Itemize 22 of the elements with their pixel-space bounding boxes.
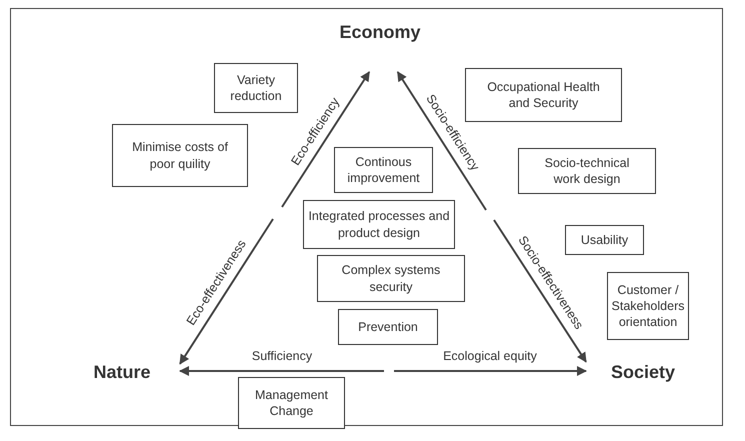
arrow bbox=[179, 366, 384, 376]
concept-box: Minimise costs of poor quility bbox=[112, 124, 248, 187]
edge-label: Ecological equity bbox=[442, 350, 538, 364]
concept-box: Variety reduction bbox=[214, 63, 298, 113]
arrow bbox=[179, 218, 274, 365]
concept-box: Usability bbox=[565, 225, 644, 255]
edge-label: Sufficiency bbox=[250, 350, 314, 364]
arrow bbox=[493, 219, 587, 363]
concept-box: Complex systems security bbox=[317, 255, 465, 302]
concept-box: Management Change bbox=[238, 377, 345, 429]
arrow bbox=[281, 71, 370, 208]
pillar-label: Society bbox=[586, 357, 700, 387]
concept-box: Integrated processes and product design bbox=[303, 200, 455, 249]
concept-box: Continous improvement bbox=[334, 147, 433, 193]
concept-box: Prevention bbox=[338, 309, 438, 345]
concept-box: Occupational Health and Security bbox=[465, 68, 622, 122]
concept-box: Customer / Stakeholders orientation bbox=[607, 272, 689, 340]
concept-box: Socio-technical work design bbox=[518, 148, 656, 194]
pillar-label: Economy bbox=[330, 22, 430, 72]
pillar-label: Nature bbox=[64, 357, 180, 387]
arrow bbox=[394, 366, 587, 376]
arrow bbox=[396, 71, 487, 211]
